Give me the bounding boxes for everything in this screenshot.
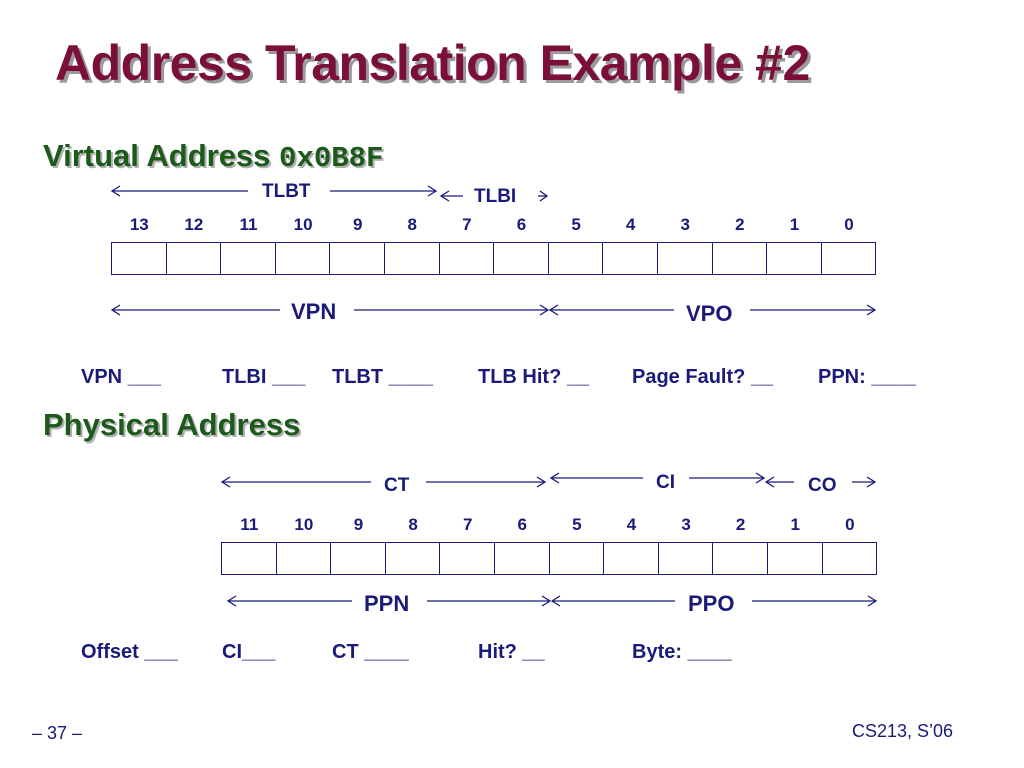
bit-index: 7 xyxy=(462,515,473,534)
bit-cell xyxy=(603,243,658,274)
bit-cell xyxy=(494,243,549,274)
bit-cell xyxy=(330,243,385,274)
bit-cell xyxy=(440,243,495,274)
physical-bit-cells xyxy=(221,542,878,575)
bit-cell xyxy=(604,543,659,574)
bit-cell xyxy=(550,543,605,574)
course-label: CS213, S’06 xyxy=(852,721,954,741)
bit-index: 4 xyxy=(625,215,636,234)
question-byte: Byte: ____ xyxy=(632,641,733,663)
bit-cell xyxy=(331,543,386,574)
bit-index: 10 xyxy=(294,515,314,534)
virtual-address-heading: Virtual Address 0x0B8F xyxy=(43,138,383,175)
bit-index: 13 xyxy=(129,215,149,234)
bit-cell xyxy=(495,543,550,574)
bit-cell xyxy=(112,243,167,274)
physical-bit-indices: 11 10 9 8 7 6 5 4 3 2 1 0 xyxy=(222,515,877,535)
bit-cell xyxy=(221,243,276,274)
ppo-label: PPO xyxy=(688,591,735,616)
bit-cell xyxy=(385,243,440,274)
ct-label: CT xyxy=(384,475,410,496)
page-number: – 37 – xyxy=(32,723,83,743)
bit-index: 6 xyxy=(517,515,527,534)
tlbi-label: TLBI xyxy=(474,186,517,207)
question-hit: Hit? __ xyxy=(478,641,545,663)
question-vpn: VPN ___ xyxy=(81,366,162,388)
bit-cell xyxy=(386,543,441,574)
question-tlbt: TLBT ____ xyxy=(332,366,434,388)
bit-index: 4 xyxy=(626,515,637,534)
bit-index: 7 xyxy=(462,215,472,234)
physical-address-heading: Physical Address xyxy=(43,407,301,442)
bit-cell xyxy=(713,243,768,274)
bit-index: 12 xyxy=(184,215,204,234)
bit-index: 0 xyxy=(844,215,854,234)
question-ppn: PPN: ____ xyxy=(818,366,916,388)
bit-index: 3 xyxy=(680,215,690,234)
bit-index: 1 xyxy=(789,215,800,234)
bit-cell xyxy=(768,543,823,574)
bit-index: 10 xyxy=(293,215,313,234)
slide-title: Address Translation Example #2 xyxy=(55,35,810,91)
bit-cell xyxy=(822,243,877,274)
bit-index: 0 xyxy=(845,515,855,534)
bit-index: 8 xyxy=(408,515,418,534)
bit-index: 8 xyxy=(407,215,417,234)
bit-cell xyxy=(222,543,277,574)
bit-index: 11 xyxy=(240,515,259,534)
bit-cell xyxy=(277,543,332,574)
bit-cell xyxy=(713,543,768,574)
bit-cell xyxy=(276,243,331,274)
bit-index: 6 xyxy=(516,215,527,234)
question-page-fault: Page Fault? __ xyxy=(632,366,774,388)
bit-cell xyxy=(167,243,222,274)
virtual-address-value: 0x0B8F xyxy=(279,142,384,175)
bit-index: 9 xyxy=(353,515,364,534)
co-label: CO xyxy=(808,475,837,496)
bit-index: 1 xyxy=(790,515,800,534)
bit-cell xyxy=(658,243,713,274)
question-ct: CT ____ xyxy=(332,641,409,663)
bit-cell xyxy=(440,543,495,574)
bit-index: 11 xyxy=(239,215,258,234)
bit-index: 5 xyxy=(572,515,582,534)
ppn-label: PPN xyxy=(364,591,410,616)
vpo-label: VPO xyxy=(686,301,733,326)
bit-cell xyxy=(659,543,714,574)
tlbt-label: TLBT xyxy=(262,181,311,202)
virtual-bit-indices: 13 12 11 10 9 8 7 6 5 4 3 2 1 0 xyxy=(112,215,876,235)
virtual-bit-cells xyxy=(111,242,877,275)
bit-index: 2 xyxy=(735,215,745,234)
question-tlbi: TLBI ___ xyxy=(222,366,306,388)
bit-cell xyxy=(767,243,822,274)
virtual-address-label: Virtual Address xyxy=(43,138,271,173)
bit-cell xyxy=(823,543,878,574)
bit-index: 5 xyxy=(571,215,581,234)
bit-index: 9 xyxy=(352,215,363,234)
vpn-label: VPN xyxy=(291,299,337,324)
bit-index: 2 xyxy=(735,515,746,534)
bit-cell xyxy=(549,243,604,274)
bit-index: 3 xyxy=(681,515,691,534)
question-offset: Offset ___ xyxy=(81,641,178,663)
question-tlb-hit: TLB Hit? __ xyxy=(478,366,590,388)
question-ci: CI___ xyxy=(222,641,276,663)
ci-label: CI xyxy=(656,472,675,493)
